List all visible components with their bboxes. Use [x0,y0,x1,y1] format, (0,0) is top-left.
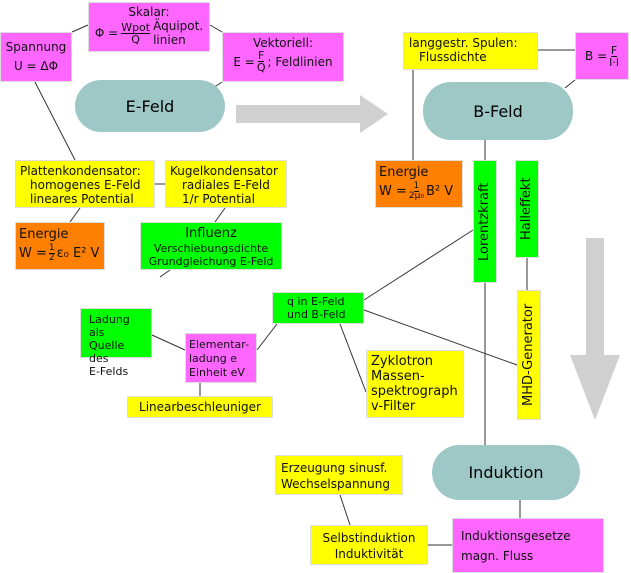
elementar-l3: Einheit eV [189,366,245,379]
b-formula-den: I·l [609,55,619,69]
platten-l1: homogenes E-Feld [30,178,141,192]
linearbeschleuniger-box: Linearbeschleuniger [127,396,273,418]
energie-e-lhs: W = [19,245,47,261]
mhd-generator-box: MHD-Generator [517,290,541,420]
ladung-box: Ladung als Quelle des E-Felds [80,308,152,378]
spulen-sub: Flussdichte [419,50,487,64]
spannung-box: Spannung U = ΔΦ [0,32,72,82]
gesetze-l1: Induktionsgesetze [461,529,571,543]
zyklotron-l1: Zyklotron [371,354,434,369]
selbst-l2: Induktivität [334,547,404,561]
q-feld-box: q in E-Feld und B-Feld [272,292,364,324]
ladung-l3: E-Felds [89,365,129,378]
vektoriell-text: ; Feldlinien [267,54,333,69]
zyklotron-box: Zyklotron Massen- spektrograph v-Filter [366,350,464,418]
energie-b-den: 2μ₀ [408,191,424,201]
b-formula-num: F [610,43,618,57]
energie-e-rhs: ε₀ E² V [56,245,100,261]
skalar-text2: linien [153,33,186,47]
q-feld-l1: q in E-Feld [287,295,345,308]
induktionsgesetze-box: Induktionsgesetze magn. Fluss [452,518,604,573]
plattenkondensator-box: Plattenkondensator: homogenes E-Feld lin… [15,160,155,208]
induktion-node: Induktion [432,445,580,500]
elementar-l2: ladung e [189,352,237,365]
kugel-title: Kugelkondensator [170,164,278,178]
arrow-down-shape [570,238,620,420]
selbstinduktion-box: Selbstinduktion Induktivität [310,525,428,565]
skalar-title: Skalar: [128,5,170,19]
spannung-formula: U = ΔΦ [13,59,59,73]
energie-b-num: 1 [413,181,420,192]
halleffekt-box: Halleffekt [515,160,539,258]
spannung-title: Spannung [5,40,67,54]
energie-e-num: 1 [48,243,55,254]
vektoriell-lhs: E = [233,54,255,69]
e-feld-node: E-Feld [75,80,225,132]
kugel-l2: 1/r Potential [182,192,255,206]
influenz-box: Influenz Verschiebungsdichte Grundgleich… [140,222,282,270]
influenz-l1: Verschiebungsdichte [153,242,269,255]
spulen-title: langgestr. Spulen: [409,36,518,50]
b-feld-node: B-Feld [423,82,573,140]
vektoriell-title: Vektoriell: [252,36,314,50]
selbst-l1: Selbstinduktion [322,531,416,545]
elementar-l1: Elementar- [189,338,250,351]
lorentzkraft-box: Lorentzkraft [473,160,497,283]
energie-e-title: Energie [19,227,69,242]
ladung-l1: Ladung als [89,313,130,339]
zyklotron-l3: spektrograph [371,384,458,399]
skalar-num: Wpot [121,20,151,34]
skalar-den: Q [131,32,140,46]
erzeugung-l2: Wechselspannung [281,477,390,491]
kugelkondensator-box: Kugelkondensator radiales E-Feld 1/r Pot… [165,160,287,208]
spulen-box: langgestr. Spulen: Flussdichte [403,32,538,70]
energie-b-title: Energie [379,165,429,180]
energie-e-den: 2 [48,253,55,263]
zyklotron-l4: v-Filter [371,399,416,414]
arrow-right-shape [236,95,388,133]
gesetze-l2: magn. Fluss [461,549,534,563]
influenz-title: Influenz [185,226,237,241]
vektoriell-num: F [258,49,265,62]
energie-b-rhs: B² V [425,183,454,199]
zyklotron-l2: Massen- [371,369,425,384]
platten-title: Plattenkondensator: [20,164,141,178]
elementarladung-box: Elementar- ladung e Einheit eV [185,333,257,383]
energie-b-lhs: W = [379,183,407,199]
skalar-lhs: Φ = [94,26,119,40]
erzeugung-l1: Erzeugung sinusf. [281,461,388,475]
skalar-text1: Äquipot. [153,19,204,33]
kugel-l1: radiales E-Feld [182,178,270,192]
q-feld-l2: und B-Feld [287,308,346,321]
influenz-l2: Grundgleichung E-Feld [148,255,274,268]
vektoriell-den: Q [256,61,266,74]
platten-l2: lineares Potential [30,192,134,206]
erzeugung-box: Erzeugung sinusf. Wechselspannung [275,455,403,495]
ladung-l2: Quelle des [89,339,125,365]
b-formula-lhs: B = [585,49,608,63]
